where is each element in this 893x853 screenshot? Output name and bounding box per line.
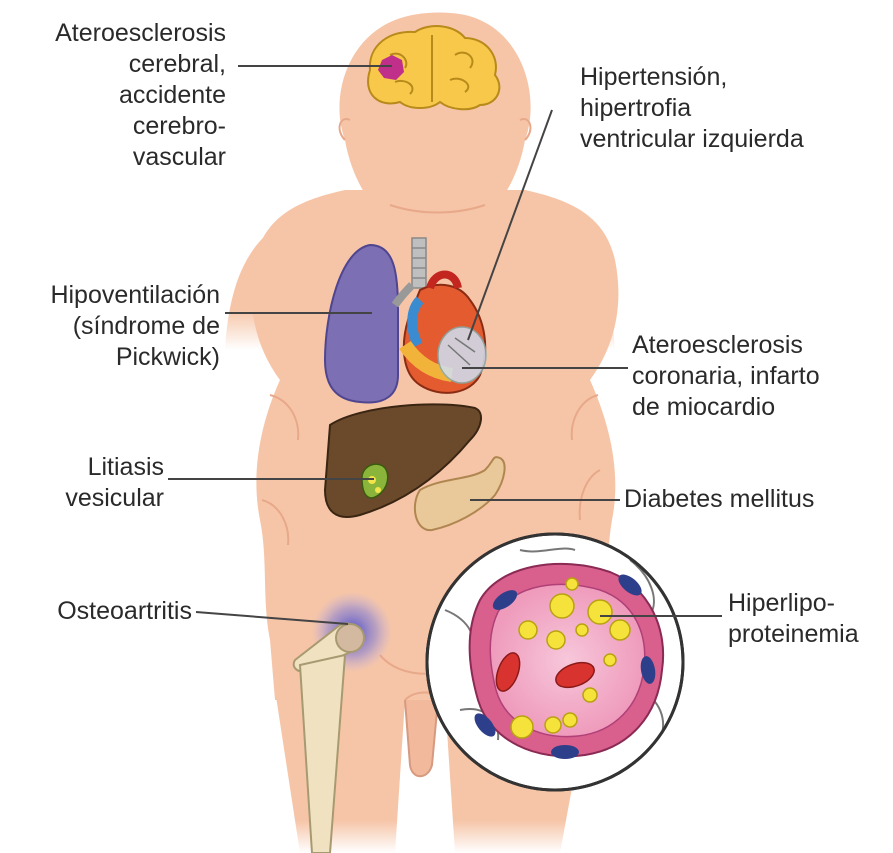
label-line: Hipoventilación [10, 280, 220, 311]
label-line: Ateroesclerosis [12, 18, 226, 49]
label-line: Ateroesclerosis [632, 330, 820, 361]
label-line: Hiperlipo- [728, 588, 859, 619]
label-line: Litiasis [20, 452, 164, 483]
label-line: cerebro- [12, 111, 226, 142]
label-hypertension: Hipertensión, hipertrofia ventricular iz… [580, 62, 804, 155]
label-line: accidente [12, 80, 226, 111]
label-line: coronaria, infarto [632, 361, 820, 392]
label-gallstones: Litiasis vesicular [20, 452, 164, 514]
label-line: de miocardio [632, 392, 820, 423]
label-hyperlipoproteinemia: Hiperlipo- proteinemia [728, 588, 859, 650]
label-coronary-atherosclerosis: Ateroesclerosis coronaria, infarto de mi… [632, 330, 820, 423]
label-osteoarthritis: Osteoartritis [20, 596, 192, 627]
label-diabetes: Diabetes mellitus [624, 484, 814, 515]
label-line: ventricular izquierda [580, 124, 804, 155]
label-line: proteinemia [728, 619, 859, 650]
label-line: hipertrofia [580, 93, 804, 124]
label-line: Pickwick) [10, 342, 220, 373]
label-line: vascular [12, 142, 226, 173]
label-line: (síndrome de [10, 311, 220, 342]
label-line: Diabetes mellitus [624, 484, 814, 515]
label-line: vesicular [20, 483, 164, 514]
label-line: Osteoartritis [20, 596, 192, 627]
label-line: Hipertensión, [580, 62, 804, 93]
label-line: cerebral, [12, 49, 226, 80]
label-cerebral-atherosclerosis: Ateroesclerosis cerebral, accidente cere… [12, 18, 226, 173]
label-hypoventilation: Hipoventilación (síndrome de Pickwick) [10, 280, 220, 373]
vessel-cross-section [427, 534, 683, 790]
